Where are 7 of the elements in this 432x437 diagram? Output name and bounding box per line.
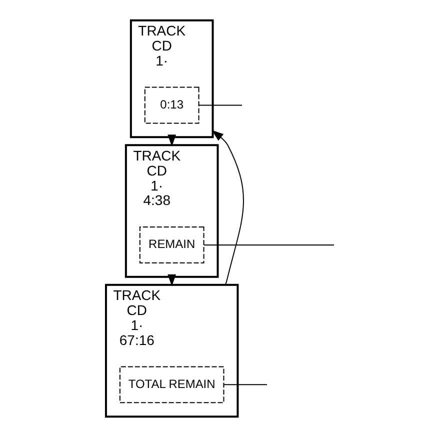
connector [202, 244, 334, 246]
connector [198, 104, 242, 106]
node-box: REMAIN [138, 226, 204, 264]
arrow [211, 130, 244, 286]
node-box: 0:13 [144, 86, 199, 124]
connector [222, 384, 267, 386]
node-box: TOTAL REMAIN [118, 366, 224, 404]
